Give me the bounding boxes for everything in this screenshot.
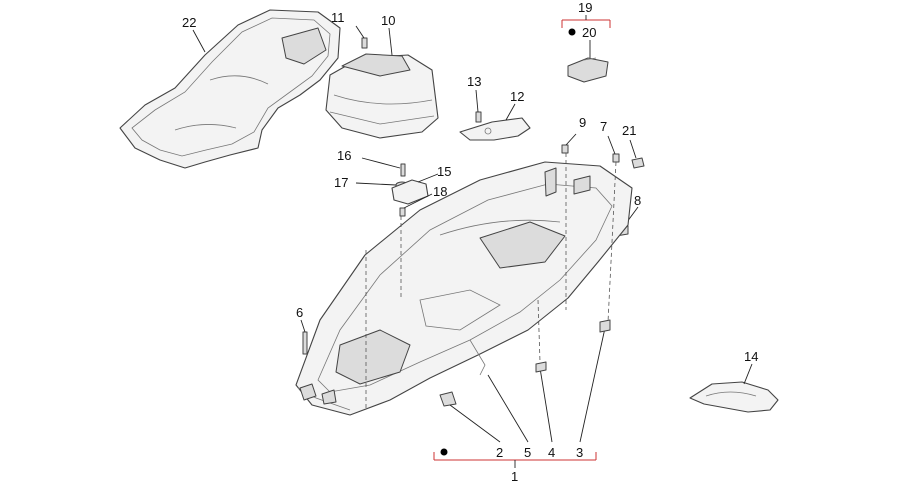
part-6-bolt [300,319,308,355]
callout-18: 18 [433,184,447,199]
leader-3 [579,327,606,443]
part-7-fastener [607,135,620,163]
callout-17: 17 [334,175,348,190]
callout-21: 21 [622,123,636,138]
part-22-liner [119,9,341,169]
part-16-screw [361,157,406,177]
callout-6: 6 [296,305,303,320]
callout-8: 8 [634,193,641,208]
leader-5 [487,374,529,443]
callout-22: 22 [182,15,196,30]
bracket-1 [433,448,597,468]
part-15-latch [391,173,439,205]
part-19-20-clip [561,15,611,83]
callout-9: 9 [579,115,586,130]
callout-14: 14 [744,349,758,364]
part-14-mat [689,363,779,413]
callout-3: 3 [576,445,583,460]
callout-12: 12 [510,89,524,104]
leader-4 [539,367,553,443]
callout-15: 15 [437,164,451,179]
callout-7: 7 [600,119,607,134]
part-1-compartment [295,161,633,416]
callout-5: 5 [524,445,531,460]
callout-11: 11 [331,10,345,25]
part-21-nut [629,139,645,169]
callout-16: 16 [337,148,351,163]
callout-2: 2 [496,445,503,460]
part-3-clip [599,319,611,333]
callout-20: 20 [582,25,596,40]
part-9-fastener [561,133,577,154]
callout-10: 10 [381,13,395,28]
part-2-grommet [439,391,501,443]
part-4-clip [535,361,547,373]
part-13-screw [475,89,482,123]
part-18-screw [399,193,433,217]
callout-4: 4 [548,445,555,460]
part-10-box [325,27,439,139]
callout-19: 19 [578,0,592,15]
part-12-bracket [459,103,531,141]
part-11-screw [355,25,368,49]
callout-1: 1 [511,469,518,483]
callout-13: 13 [467,74,481,89]
